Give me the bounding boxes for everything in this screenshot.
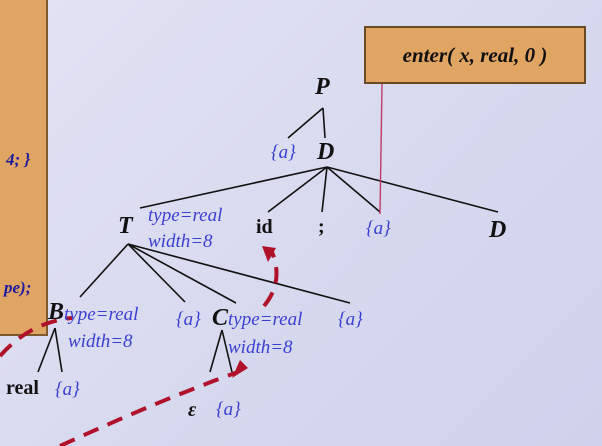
action-a-2: {a} — [366, 218, 391, 239]
T-type-attr: type=real — [148, 205, 223, 226]
node-D-right: D — [489, 217, 507, 243]
node-id: id — [256, 216, 273, 238]
node-real: real — [6, 377, 39, 399]
action-a-6: {a} — [216, 399, 241, 420]
node-T: T — [118, 213, 133, 239]
node-epsilon: ε — [188, 399, 197, 421]
B-width-attr: width=8 — [68, 331, 133, 352]
node-P: P — [315, 74, 330, 100]
C-width-attr: width=8 — [228, 337, 293, 358]
node-C: C — [212, 305, 229, 331]
node-semicolon: ; — [318, 216, 325, 238]
C-type-attr: type=real — [228, 309, 303, 330]
action-a-4: {a} — [338, 309, 363, 330]
action-a-5: {a} — [55, 379, 80, 400]
action-a-1: {a} — [271, 142, 296, 163]
code-fragment-2: pe); — [4, 278, 32, 297]
enter-action-text: enter( x, real, 0 ) — [402, 43, 548, 67]
node-D: D — [317, 139, 335, 165]
T-width-attr: width=8 — [148, 231, 213, 252]
code-panel-left — [0, 0, 48, 336]
action-a-3: {a} — [176, 309, 201, 330]
B-type-attr: type=real — [64, 304, 139, 325]
node-B: B — [48, 299, 65, 325]
code-fragment-1: 4; } — [6, 150, 31, 169]
enter-action-box: enter( x, real, 0 ) — [364, 26, 586, 84]
